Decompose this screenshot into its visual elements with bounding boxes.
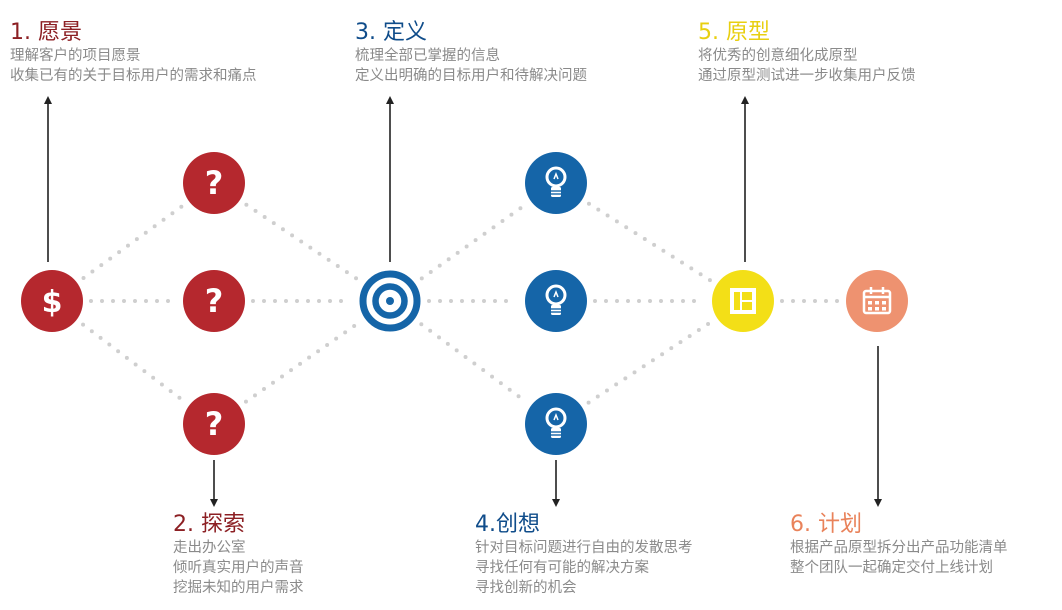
node-ideate-mid [525, 270, 587, 332]
stage-plan: 6. 计划 根据产品原型拆分出产品功能清单 整个团队一起确定交付上线计划 [790, 512, 1008, 578]
stage-nodes: $??? [21, 152, 908, 455]
node-plan [846, 270, 908, 332]
dotted-link-explore-top-define [244, 202, 360, 282]
svg-text:?: ? [205, 405, 224, 443]
lightbulb-icon [525, 152, 587, 214]
dotted-link-vision-explore-bottom [81, 322, 185, 403]
stage-desc-explore: 走出办公室 倾听真实用户的声音 挖掘未知的用户需求 [173, 538, 304, 598]
node-ideate-top [525, 152, 587, 214]
desc-line: 挖掘未知的用户需求 [173, 580, 304, 596]
stage-arrows [44, 96, 882, 507]
desc-line: 梳理全部已掌握的信息 [355, 48, 500, 64]
calendar-icon [846, 270, 908, 332]
node-prototype [712, 270, 774, 332]
node-explore-mid: ? [183, 270, 245, 332]
node-explore-top: ? [183, 152, 245, 214]
lightbulb-icon [525, 270, 587, 332]
desc-line: 定义出明确的目标用户和待解决问题 [355, 68, 587, 84]
stage-desc-define: 梳理全部已掌握的信息 定义出明确的目标用户和待解决问题 [355, 46, 587, 86]
desc-line: 针对目标问题进行自由的发散思考 [475, 540, 693, 556]
dotted-link-define-ideate-bottom [419, 322, 527, 403]
desc-line: 倾听真实用户的声音 [173, 560, 304, 576]
desc-line: 根据产品原型拆分出产品功能清单 [790, 540, 1008, 556]
dotted-link-define-ideate-top [419, 203, 527, 281]
stage-title-define: 3. 定义 [355, 20, 427, 45]
node-explore-bottom: ? [183, 393, 245, 455]
stage-title-explore: 2. 探索 [173, 512, 245, 537]
target-icon [359, 270, 421, 332]
stage-desc-vision: 理解客户的项目愿景 收集已有的关于目标用户的需求和痛点 [10, 46, 257, 86]
question-icon: ? [183, 393, 245, 455]
desc-line: 将优秀的创意细化成原型 [698, 48, 858, 64]
node-define [359, 270, 421, 332]
node-vision: $ [21, 270, 83, 332]
svg-text:$: $ [42, 285, 63, 320]
stage-vision: 1. 愿景 理解客户的项目愿景 收集已有的关于目标用户的需求和痛点 [10, 20, 257, 86]
stage-title-prototype: 5. 原型 [698, 20, 770, 45]
desc-line: 寻找任何有可能的解决方案 [475, 560, 649, 576]
stage-desc-plan: 根据产品原型拆分出产品功能清单 整个团队一起确定交付上线计划 [790, 538, 1008, 578]
dotted-connectors [81, 201, 840, 405]
stage-define: 3. 定义 梳理全部已掌握的信息 定义出明确的目标用户和待解决问题 [355, 20, 587, 86]
svg-text:?: ? [205, 282, 224, 320]
dotted-link-ideate-top-prototype [586, 201, 713, 283]
lightbulb-icon [525, 393, 587, 455]
dotted-link-ideate-bottom-prototype [586, 320, 713, 405]
stage-title-ideate: 4.创想 [475, 512, 540, 537]
desc-line: 通过原型测试进一步收集用户反馈 [698, 68, 916, 84]
question-icon: ? [183, 152, 245, 214]
stage-title-vision: 1. 愿景 [10, 20, 82, 45]
dotted-link-vision-explore-top [81, 203, 185, 281]
dotted-link-explore-bottom-define [243, 321, 361, 404]
dollar-icon: $ [21, 270, 83, 332]
question-icon: ? [183, 270, 245, 332]
layout-icon [712, 270, 774, 332]
stage-title-plan: 6. 计划 [790, 512, 862, 537]
desc-line: 收集已有的关于目标用户的需求和痛点 [10, 68, 257, 84]
stage-ideate: 4.创想 针对目标问题进行自由的发散思考 寻找任何有可能的解决方案 寻找创新的机… [475, 512, 693, 598]
desc-line: 走出办公室 [173, 540, 246, 556]
desc-line: 整个团队一起确定交付上线计划 [790, 560, 993, 576]
desc-line: 理解客户的项目愿景 [10, 48, 141, 64]
stage-desc-prototype: 将优秀的创意细化成原型 通过原型测试进一步收集用户反馈 [698, 46, 916, 86]
desc-line: 寻找创新的机会 [475, 580, 577, 596]
node-ideate-bottom [525, 393, 587, 455]
stage-desc-ideate: 针对目标问题进行自由的发散思考 寻找任何有可能的解决方案 寻找创新的机会 [475, 538, 693, 598]
stage-explore: 2. 探索 走出办公室 倾听真实用户的声音 挖掘未知的用户需求 [173, 512, 304, 598]
stage-prototype: 5. 原型 将优秀的创意细化成原型 通过原型测试进一步收集用户反馈 [698, 20, 916, 86]
svg-text:?: ? [205, 164, 224, 202]
